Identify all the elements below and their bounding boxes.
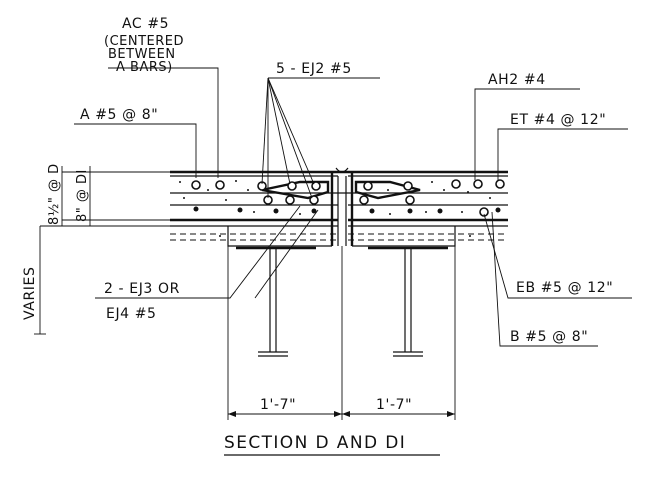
mid-rebar	[263, 195, 415, 205]
label-ah2: AH2 #4	[488, 72, 546, 88]
label-width-right: 1'-7"	[376, 397, 412, 413]
section-title: SECTION D AND DI	[224, 433, 406, 453]
label-a-bar: A #5 @ 8"	[80, 107, 158, 123]
steel-girders	[258, 248, 423, 357]
bottom-rebar	[193, 206, 501, 217]
expansion-joint	[330, 167, 354, 246]
label-ej2: 5 - EJ2 #5	[276, 61, 352, 77]
label-ac-note-3: A BARS)	[116, 60, 173, 75]
joint-hooks	[261, 180, 421, 200]
width-dimension	[227, 246, 456, 420]
label-ej3-line1: 2 - EJ3 OR	[104, 281, 180, 297]
deck-slab	[170, 170, 508, 241]
label-ac-bar: AC #5	[122, 16, 169, 32]
label-ej3-line2: EJ4 #5	[106, 306, 157, 322]
label-b-bar: B #5 @ 8"	[510, 329, 588, 345]
girder-haunches	[227, 226, 456, 250]
concrete-hatch	[179, 180, 491, 237]
label-width-left: 1'-7"	[260, 397, 296, 413]
label-depth-d: 8½" @ D	[47, 163, 62, 225]
depth-dimension	[34, 166, 170, 335]
label-ac-note-1: (CENTERED	[104, 34, 184, 49]
top-rebar	[191, 179, 505, 191]
label-depth-di: 8" @ DI	[75, 169, 90, 222]
label-ac-note-2: BETWEEN	[108, 47, 176, 62]
label-varies: VARIES	[22, 267, 38, 320]
label-eb-bar: EB #5 @ 12"	[516, 280, 613, 296]
label-et-bar: ET #4 @ 12"	[510, 112, 606, 128]
